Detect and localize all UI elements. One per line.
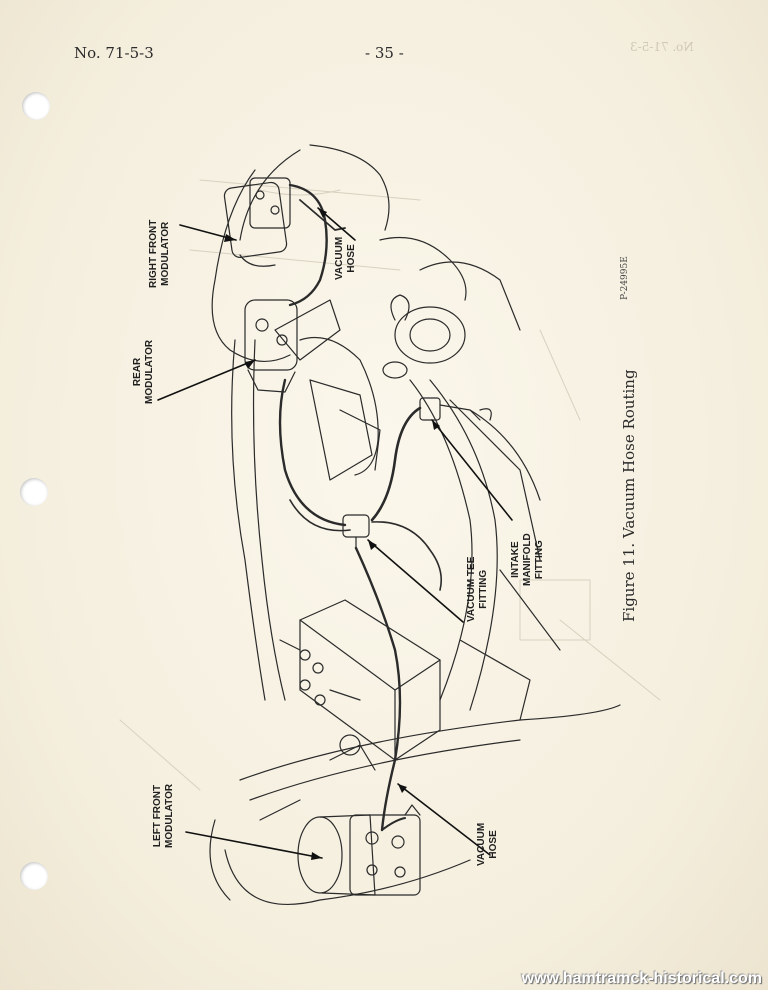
document-number: No. 71-5-3 bbox=[74, 44, 154, 62]
vacuum-tee-fitting-art bbox=[342, 514, 370, 549]
callout-vacuum-tee-fitting: VACUUM TEE FITTING bbox=[466, 556, 489, 622]
battery-art bbox=[279, 599, 441, 761]
figure-caption: Figure 11. Vacuum Hose Routing bbox=[620, 369, 638, 622]
left-front-modulator-art bbox=[297, 804, 421, 896]
callout-rear-modulator: REAR MODULATOR bbox=[132, 339, 155, 404]
right-front-modulator-art bbox=[223, 177, 291, 267]
callout-intake-manifold-fitting: INTAKE MANIFOLD FITTING bbox=[510, 533, 545, 586]
binder-hole-middle bbox=[20, 478, 48, 506]
binder-hole-bottom bbox=[20, 862, 48, 890]
illustration-part-number: P-24995E bbox=[620, 256, 630, 300]
page-number: - 35 - bbox=[365, 44, 404, 62]
callout-vacuum-hose-bottom: VACUUM HOSE bbox=[476, 822, 499, 866]
binder-hole-top bbox=[22, 92, 50, 120]
callout-right-front-modulator: RIGHT FRONT MODULATOR bbox=[148, 219, 171, 288]
callout-vacuum-hose-top: VACUUM HOSE bbox=[334, 236, 357, 280]
rear-modulator-art bbox=[244, 299, 298, 393]
site-watermark: www.hamtramck-historical.com bbox=[521, 970, 762, 987]
callout-left-front-modulator: LEFT FRONT MODULATOR bbox=[152, 783, 175, 848]
